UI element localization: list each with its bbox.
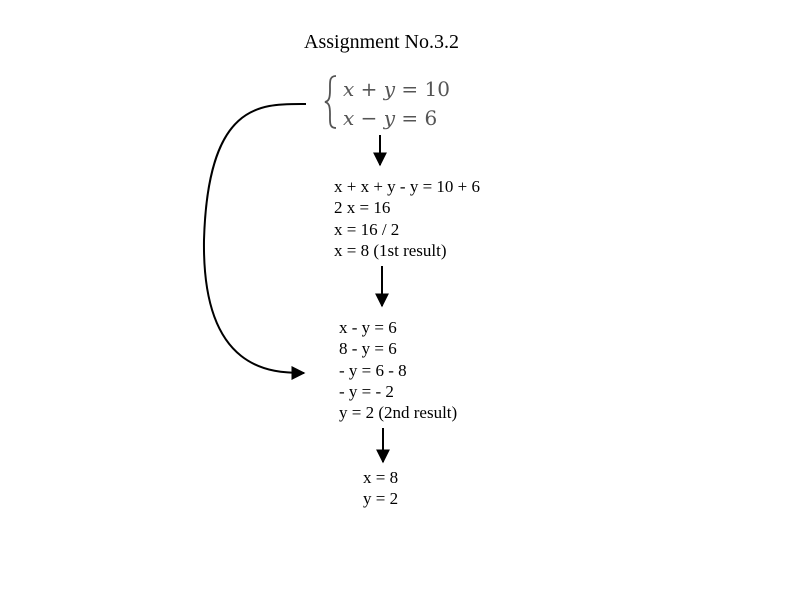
- equation-1-rhs: 10: [424, 77, 450, 101]
- final-result-line: y = 2: [363, 489, 399, 509]
- step-1-line: x = 8 (1st result): [334, 240, 447, 260]
- curved-arrow-system-to-step2: [202, 102, 307, 380]
- step-2-line: x - y = 6: [339, 318, 397, 337]
- step-2-line: - y = - 2: [339, 381, 394, 401]
- step-1-line: x + x + y - y = 10 + 6: [334, 177, 481, 196]
- equation-2-lhs: x − y: [343, 106, 396, 130]
- step-2-line: y = 2 (2nd result): [339, 403, 458, 423]
- step-1-line: 2 x = 16: [334, 198, 391, 218]
- step-1-line: x = 16 / 2: [334, 219, 400, 239]
- equation-2-rhs: 6: [424, 106, 438, 130]
- step-2-block: x - y = 6 8 - y = 6 - y = 6 - 8 - y = - …: [339, 317, 457, 423]
- assignment-title: Assignment No.3.2: [304, 31, 459, 53]
- equation-1-lhs: x + y: [343, 77, 396, 101]
- step-2-line: - y = 6 - 8: [339, 360, 407, 380]
- equation-system: x + y = 10 x − y = 6: [322, 74, 462, 130]
- step-1-block: x + x + y - y = 10 + 6 2 x = 16 x = 16 /…: [334, 176, 480, 261]
- final-result-block: x = 8 y = 2: [363, 467, 398, 510]
- step-2-line: 8 - y = 6: [339, 339, 397, 359]
- equation-1: x + y = 10: [343, 77, 450, 101]
- left-brace: [324, 75, 337, 129]
- equation-2: x − y = 6: [343, 106, 438, 130]
- final-result-line: x = 8: [363, 468, 399, 487]
